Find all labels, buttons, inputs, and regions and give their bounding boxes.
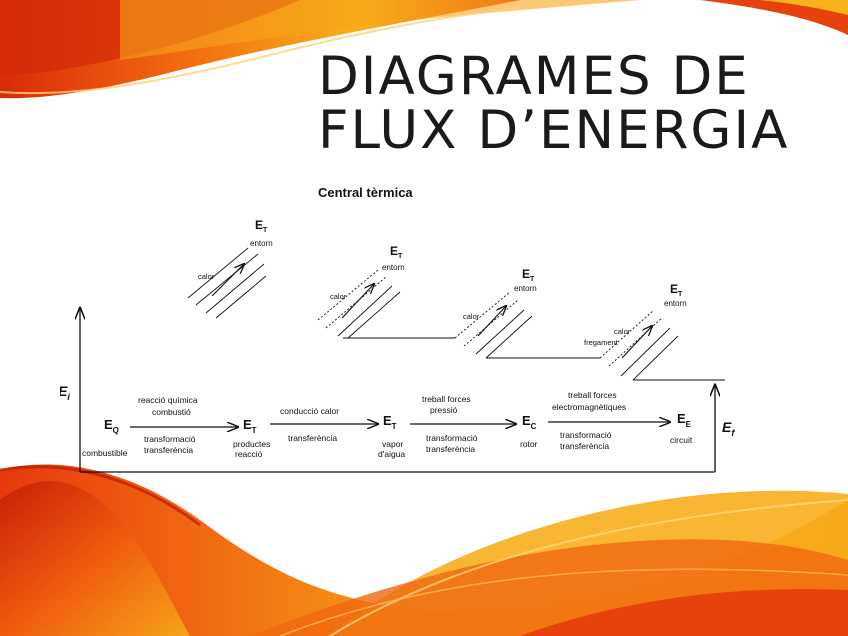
svg-text:ET: ET (670, 282, 683, 298)
svg-text:fregament: fregament (584, 338, 619, 347)
svg-text:transferència: transferència (288, 433, 337, 443)
svg-text:d'aigua: d'aigua (378, 449, 405, 459)
slide-title: DIAGRAMES DE FLUX D’ENERGIA (318, 50, 789, 158)
svg-text:calor: calor (463, 312, 480, 321)
node-fuel: EQ combustible (82, 417, 128, 458)
loss-band-4: calor fregament ET entorn (584, 282, 687, 381)
svg-text:entorn: entorn (382, 263, 405, 272)
loss-band-1: calor ET entorn (187, 218, 273, 319)
svg-text:treball forces: treball forces (568, 390, 617, 400)
arrow-heat-conduction: conducció calor transferència (270, 406, 378, 443)
node-fuel-label: combustible (82, 448, 128, 458)
energy-flow-diagram: Central tèrmica Ei Ef EQ combustible ET … (60, 185, 735, 473)
svg-text:conducció calor: conducció calor (280, 406, 339, 416)
svg-text:vapor: vapor (382, 439, 403, 449)
svg-text:electromagnètiques: electromagnètiques (552, 402, 626, 412)
node-circuit-label: circuit (670, 435, 693, 445)
svg-text:EC: EC (522, 413, 537, 431)
bottom-flame (0, 464, 848, 636)
svg-text:transferència: transferència (426, 444, 475, 454)
svg-text:transferència: transferència (144, 445, 193, 455)
title-line-1: DIAGRAMES DE (318, 46, 750, 107)
svg-text:calor: calor (330, 292, 347, 301)
svg-text:EQ: EQ (104, 417, 119, 435)
svg-text:transformació: transformació (144, 434, 196, 444)
arrow-combustion: reacció química combustió transformació … (130, 395, 238, 455)
svg-text:ET: ET (522, 267, 535, 283)
svg-text:ET: ET (390, 244, 403, 260)
svg-text:EE: EE (677, 411, 692, 429)
arrow-pressure-work: treball forces pressió transformació tra… (410, 394, 516, 454)
svg-text:treball forces: treball forces (422, 394, 471, 404)
svg-text:reacció química: reacció química (138, 395, 198, 405)
svg-text:transferència: transferència (560, 441, 609, 451)
svg-text:transformació: transformació (426, 433, 478, 443)
svg-text:calor: calor (614, 327, 631, 336)
node-rotor-label: rotor (520, 439, 538, 449)
node-steam: ET vapor d'aigua (378, 413, 405, 459)
svg-text:transformació: transformació (560, 430, 612, 440)
loss-band-2: calor ET entorn (317, 244, 405, 339)
svg-text:productes: productes (233, 439, 270, 449)
svg-text:entorn: entorn (664, 299, 687, 308)
svg-text:calor: calor (198, 272, 215, 281)
svg-text:ET: ET (255, 218, 268, 234)
diagram-heading: Central tèrmica (318, 185, 413, 200)
svg-text:ET: ET (243, 417, 257, 435)
loss-band-3: calor ET entorn (454, 267, 537, 359)
title-line-2: FLUX D’ENERGIA (318, 100, 790, 161)
arrow-electromagnetic-work: treball forces electromagnètiques transf… (548, 390, 670, 451)
svg-text:combustió: combustió (152, 407, 191, 417)
svg-text:ET: ET (383, 413, 397, 431)
top-right-flame (700, 0, 848, 35)
top-flame (0, 0, 640, 99)
svg-text:reacció: reacció (235, 449, 263, 459)
svg-text:pressió: pressió (430, 405, 458, 415)
svg-text:entorn: entorn (250, 239, 273, 248)
node-circuit: EE circuit (670, 411, 693, 445)
initial-energy-label: Ei (60, 383, 70, 402)
node-rotor: EC rotor (520, 413, 538, 449)
svg-text:entorn: entorn (514, 284, 537, 293)
final-energy-label: Ef (722, 419, 735, 438)
node-reaction-products: ET productes reacció (233, 417, 270, 459)
